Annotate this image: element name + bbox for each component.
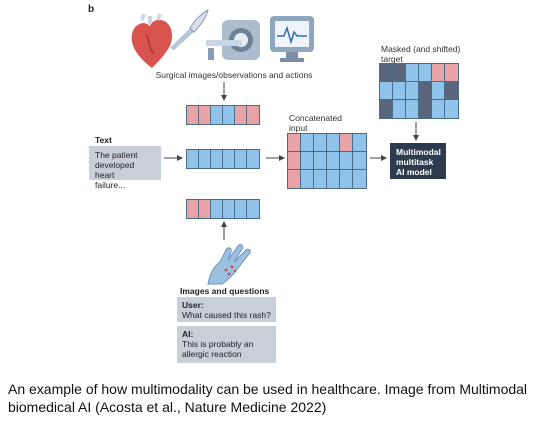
- target-line: target: [381, 54, 403, 64]
- grid-cell: [432, 100, 445, 118]
- token: [223, 150, 235, 168]
- target-line: Masked (and shifted): [381, 44, 461, 54]
- grid-cell: [393, 82, 406, 100]
- grid-cell: [327, 152, 340, 170]
- grid-cell: [327, 170, 340, 188]
- token: [187, 200, 199, 218]
- token: [187, 106, 199, 124]
- target-label: Masked (and shifted) target: [381, 44, 460, 64]
- grid-cell: [327, 134, 340, 152]
- token: [199, 150, 211, 168]
- grid-cell: [419, 64, 432, 82]
- grid-cell: [445, 64, 458, 82]
- ai-answer-box: AI: This is probably an allergic reactio…: [177, 326, 276, 363]
- token: [247, 106, 259, 124]
- token: [211, 200, 223, 218]
- grid-cell: [419, 82, 432, 100]
- model-line: AI model: [396, 167, 432, 177]
- ai-model-box: Multimodal multitask AI model: [390, 143, 446, 179]
- token: [235, 106, 247, 124]
- panel-letter: b: [88, 4, 95, 15]
- model-line: multitask: [396, 157, 434, 167]
- hand-rash-icon: [207, 244, 251, 285]
- grid-cell: [393, 64, 406, 82]
- grid-cell: [314, 170, 327, 188]
- grid-cell: [340, 134, 353, 152]
- grid-cell: [406, 82, 419, 100]
- mri-scanner-icon: [206, 20, 260, 60]
- arrows: [164, 82, 419, 240]
- token: [235, 150, 247, 168]
- token: [247, 150, 259, 168]
- patient-text-box: The patient developed heart failure...: [89, 146, 161, 190]
- grid-cell: [353, 170, 366, 188]
- token: [235, 200, 247, 218]
- grid-cell: [288, 134, 301, 152]
- grid-cell: [393, 100, 406, 118]
- grid-cell: [406, 100, 419, 118]
- grid-cell: [432, 82, 445, 100]
- text-heading: Text: [95, 135, 112, 145]
- figure-caption: An example of how multimodality can be u…: [8, 381, 528, 415]
- user-question-box: User: What caused this rash?: [177, 297, 276, 322]
- ai-answer-line: This is probably an: [182, 339, 254, 349]
- grid-cell: [353, 134, 366, 152]
- concatenated-input-grid: [287, 133, 367, 189]
- grid-cell: [445, 100, 458, 118]
- model-line: Multimodal: [396, 147, 441, 157]
- surgical-token-row: [186, 105, 260, 125]
- grid-cell: [301, 152, 314, 170]
- concatenated-line: Concatenated: [289, 113, 342, 123]
- token: [211, 150, 223, 168]
- text-line: failure...: [95, 180, 126, 190]
- grid-cell: [353, 152, 366, 170]
- user-question: What caused this rash?: [182, 310, 271, 320]
- image-token-row: [186, 199, 260, 219]
- text-line: developed heart: [95, 160, 135, 180]
- grid-cell: [445, 82, 458, 100]
- grid-cell: [340, 152, 353, 170]
- concatenated-line: input: [289, 123, 308, 133]
- concatenated-label: Concatenated input: [289, 113, 342, 133]
- grid-cell: [288, 170, 301, 188]
- grid-cell: [419, 100, 432, 118]
- grid-cell: [406, 64, 419, 82]
- grid-cell: [288, 152, 301, 170]
- text-line: The patient: [95, 150, 138, 160]
- user-speaker: User:: [182, 300, 204, 310]
- token: [223, 106, 235, 124]
- ai-answer-line: allergic reaction: [182, 349, 242, 359]
- grid-cell: [301, 134, 314, 152]
- grid-cell: [340, 170, 353, 188]
- grid-cell: [380, 100, 393, 118]
- grid-cell: [380, 64, 393, 82]
- grid-cell: [301, 170, 314, 188]
- grid-cell: [380, 82, 393, 100]
- masked-target-grid: [379, 63, 459, 119]
- token: [199, 106, 211, 124]
- grid-cell: [432, 64, 445, 82]
- monitor-icon: [270, 16, 314, 62]
- grid-cell: [314, 152, 327, 170]
- surgical-label: Surgical images/observations and actions: [155, 70, 313, 80]
- token: [223, 200, 235, 218]
- images-questions-heading: Images and questions: [180, 286, 270, 296]
- scalpel-icon: [170, 9, 209, 50]
- text-token-row: [186, 149, 260, 169]
- token: [211, 106, 223, 124]
- ai-speaker: AI:: [182, 329, 194, 339]
- token: [199, 200, 211, 218]
- token: [187, 150, 199, 168]
- grid-cell: [314, 134, 327, 152]
- token: [247, 200, 259, 218]
- heart-icon: [131, 13, 172, 68]
